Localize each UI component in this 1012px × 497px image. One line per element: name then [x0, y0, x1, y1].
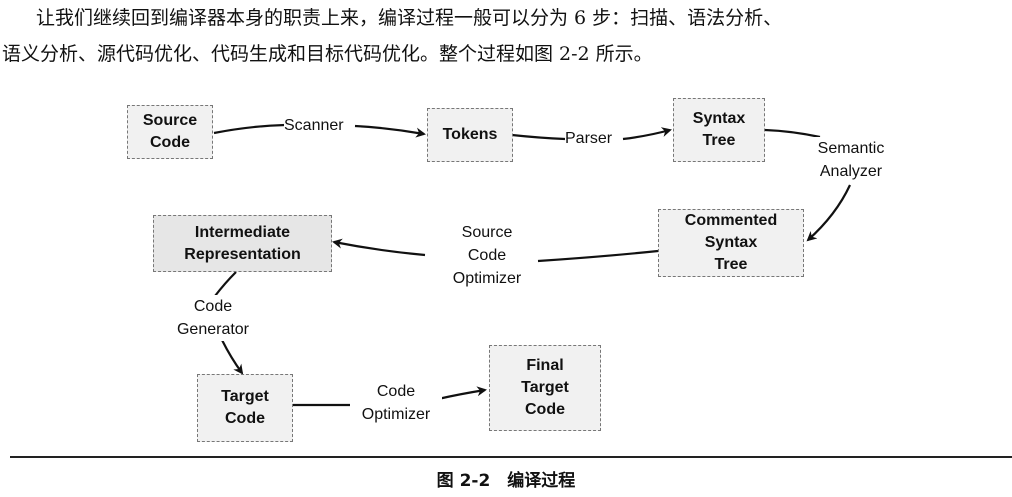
arrow-scanner-head	[354, 124, 426, 138]
figure-caption: 图 2-2 编译过程	[436, 471, 576, 491]
arrow-codegen-head	[221, 339, 244, 375]
arrow-source-optimizer	[537, 249, 659, 263]
node-tokens: Tokens	[427, 108, 513, 162]
arrow-source-optimizer-head	[332, 238, 426, 257]
arrow-semantic-head	[806, 184, 851, 242]
body-paragraph-line-2: 语义分析、源代码优化、代码生成和目标代码优化。整个过程如图 2-2 所示。	[2, 43, 653, 65]
figure-divider	[10, 456, 1012, 458]
edge-label-scanner: Scanner	[284, 114, 344, 137]
arrow-codegen-in	[214, 271, 237, 297]
body-paragraph-line-1: 让我们继续回到编译器本身的职责上来，编译过程一般可以分为 6 步：扫描、语法分析…	[36, 7, 783, 29]
diagram-connectors	[213, 123, 851, 407]
arrow-semantic-in	[764, 128, 821, 139]
arrow-scanner	[213, 123, 286, 135]
edge-label-parser: Parser	[565, 127, 613, 150]
arrow-parser	[511, 133, 566, 141]
arrow-parser-head	[622, 127, 672, 141]
arrow-code-optimizer-head	[437, 386, 487, 401]
